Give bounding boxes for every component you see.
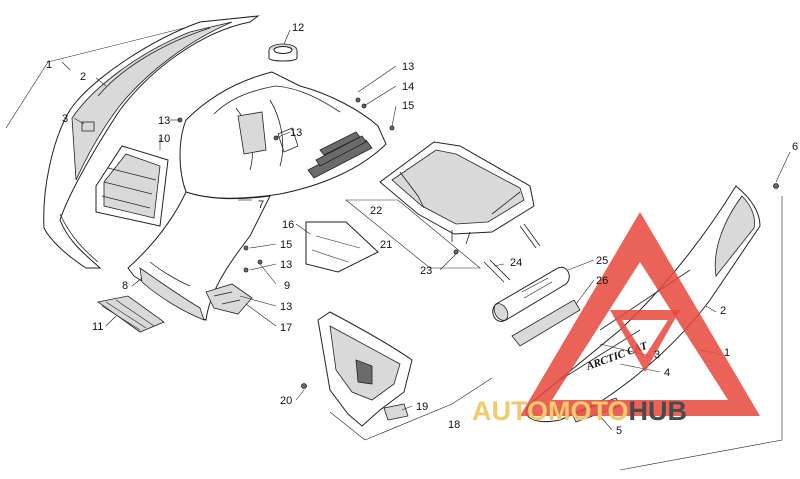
callout-8: 8 [122, 280, 128, 292]
strap-part-24 [483, 223, 541, 283]
grille-part-11 [97, 295, 165, 333]
sleeve-part-26 [511, 299, 581, 347]
bracket-part-17 [205, 283, 253, 315]
callout-14: 14 [402, 81, 414, 93]
callout-11: 11 [92, 321, 103, 333]
callout-labels: 1 2 3 13 10 12 13 14 15 13 7 16 15 13 9 … [46, 22, 798, 437]
badge-part-3 [81, 121, 95, 132]
callout-13: 13 [402, 61, 414, 73]
windshield-part-16 [305, 221, 379, 273]
fuel-cap-part-12 [268, 43, 298, 62]
watermark-text-hub: HUB [629, 396, 688, 426]
callout-13: 13 [280, 301, 292, 313]
watermark-text: AUTOMOTOHUB [472, 396, 687, 426]
callout-6: 6 [792, 141, 798, 153]
callout-26: 26 [596, 275, 608, 287]
callout-15: 15 [280, 239, 292, 251]
callout-2: 2 [720, 305, 726, 317]
watermark-triangle-inner [610, 310, 680, 372]
callout-9: 9 [284, 280, 290, 292]
callout-19: 19 [416, 401, 428, 413]
callout-17: 17 [280, 322, 292, 334]
callout-16: 16 [282, 219, 294, 231]
storage-tray-part-22 [379, 141, 535, 245]
watermark-logo: AUTOMOTOHUB [472, 212, 760, 426]
callout-12: 12 [292, 22, 304, 34]
callout-10: 10 [158, 133, 170, 145]
callout-3: 3 [654, 349, 660, 361]
callout-4: 4 [664, 367, 670, 379]
callout-22: 22 [370, 205, 382, 217]
callout-24: 24 [510, 257, 522, 269]
callout-13: 13 [280, 259, 292, 271]
tube-part-25 [492, 266, 570, 322]
watermark-text-auto: AUTO [472, 396, 548, 426]
callout-18: 18 [448, 419, 460, 431]
callout-5: 5 [616, 425, 622, 437]
bracket-part-19 [383, 403, 409, 421]
vent-part-10 [95, 145, 169, 227]
callout-7: 7 [258, 199, 264, 211]
callout-23: 23 [420, 265, 432, 277]
watermark-text-moto: MOTO [548, 396, 629, 426]
leader-lines [61, 29, 791, 431]
callout-25: 25 [596, 255, 608, 267]
callout-21: 21 [380, 239, 392, 251]
bracket-group-21 [345, 199, 481, 269]
callout-1: 1 [46, 59, 52, 71]
callout-15: 15 [402, 100, 414, 112]
callout-1: 1 [724, 347, 730, 359]
bracket-group-1-right [619, 196, 783, 471]
watermark-triangle [520, 212, 760, 416]
bracket-group-18 [329, 377, 493, 441]
callout-13: 13 [290, 127, 302, 139]
front-hood-body [127, 71, 387, 321]
bracket-group-1-left [5, 23, 201, 129]
callout-20: 20 [280, 395, 292, 407]
callout-3: 3 [62, 113, 68, 125]
left-side-panel [43, 15, 260, 269]
callout-2: 2 [80, 71, 86, 83]
lower-fascia-part-18 [317, 311, 413, 427]
callout-13: 13 [158, 115, 170, 127]
